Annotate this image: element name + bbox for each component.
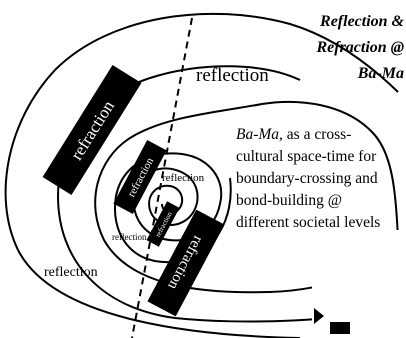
description-term: Ba-Ma: [236, 126, 280, 143]
pointer-base-icon: [330, 322, 350, 334]
description-body: , as a cross-cultural space-time for bou…: [236, 126, 381, 231]
refraction-box-middle: refraction: [113, 140, 167, 214]
occlusion-patch-bottom: [312, 262, 406, 338]
label-reflection-left: reflection: [44, 265, 98, 280]
pointer-arrow-icon: [314, 308, 324, 324]
description-text: Ba-Ma, as a cross-cultural space-time fo…: [236, 124, 386, 234]
title-line-2: Refraction @: [315, 39, 404, 56]
description-shell: [261, 100, 399, 241]
spiral-outer-shell: [4, 12, 399, 338]
label-reflection-inner-right: reflection: [162, 172, 205, 184]
label-reflection-top: reflection: [196, 65, 269, 86]
title-line-1: Reflection &: [319, 13, 405, 30]
refraction-box-large: refraction: [42, 65, 142, 195]
label-reflection-inner-left: reflection: [112, 232, 147, 242]
spiral-second-whorl: [56, 65, 399, 323]
title-line-3: Ba-Ma: [357, 65, 404, 82]
dashed-divider: [131, 17, 193, 338]
